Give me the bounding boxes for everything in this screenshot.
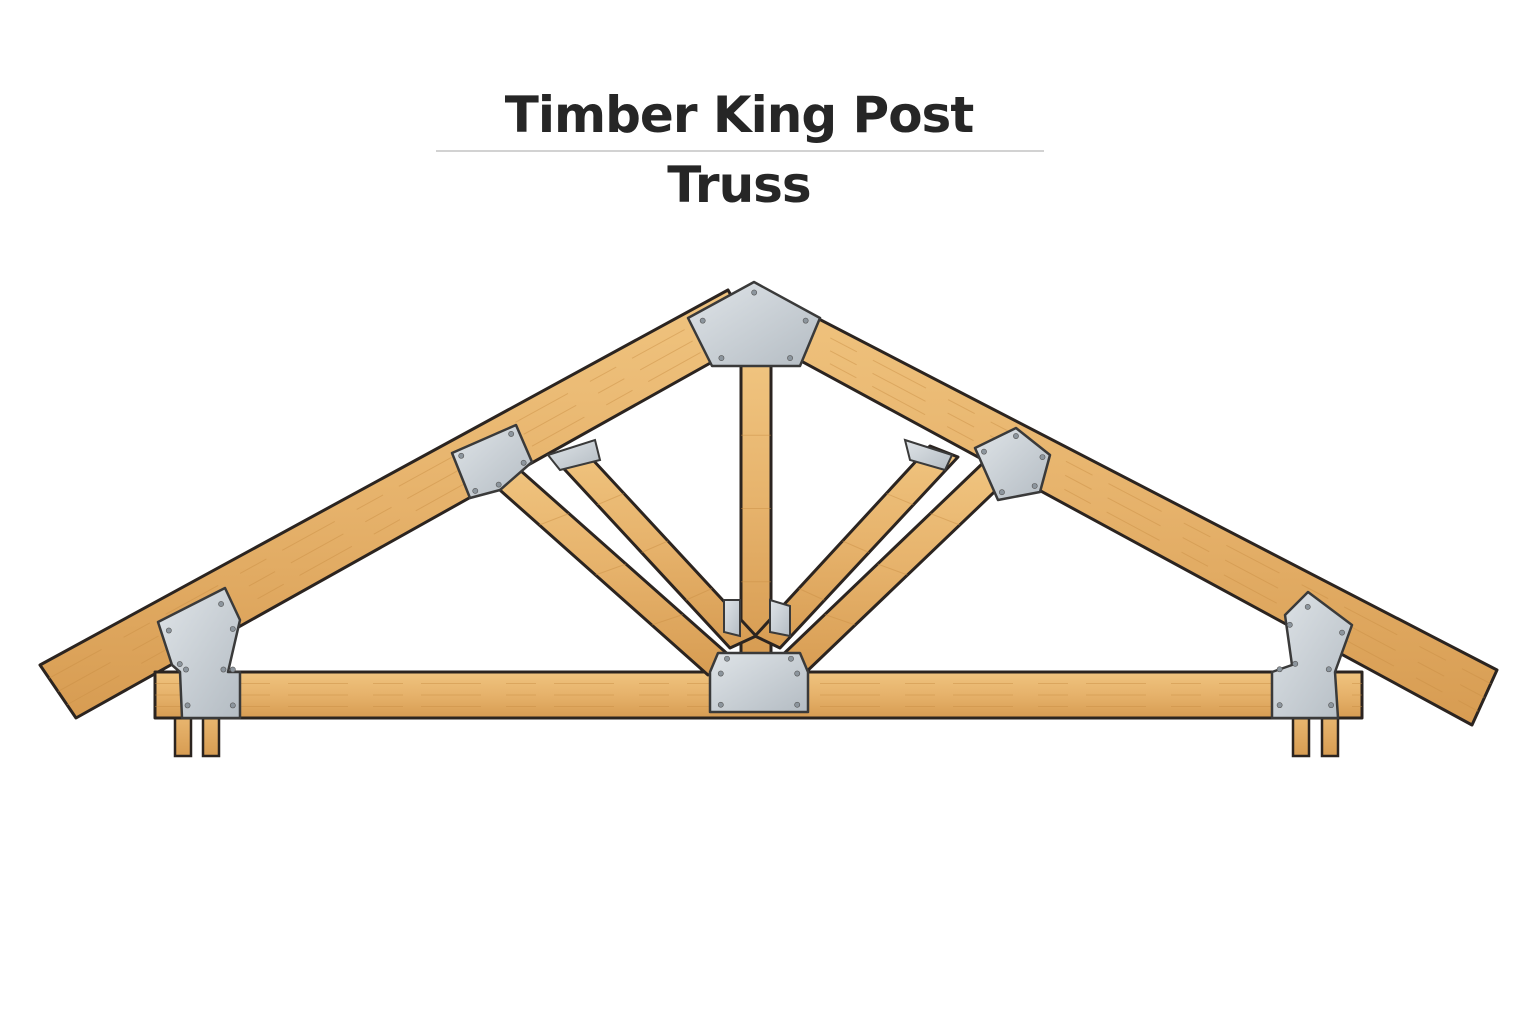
left-web-gusset-plate	[450, 423, 534, 500]
web-end-plate	[723, 599, 741, 638]
king-post	[739, 360, 773, 657]
right-web-gusset-plate	[973, 426, 1052, 502]
web-end-plate	[546, 438, 602, 472]
web-end-plate	[903, 438, 954, 472]
center-bottom-gusset-plate	[708, 651, 810, 714]
right-heel-plate	[1270, 590, 1354, 720]
right-top-chord	[753, 284, 1499, 727]
title-underline	[436, 150, 1044, 152]
left-heel-plate	[156, 586, 242, 720]
diagram-title: Timber King Post Truss	[504, 86, 974, 214]
web-end-plate	[769, 598, 791, 638]
apex-gusset-plate	[686, 280, 822, 368]
left-top-chord	[38, 288, 757, 720]
